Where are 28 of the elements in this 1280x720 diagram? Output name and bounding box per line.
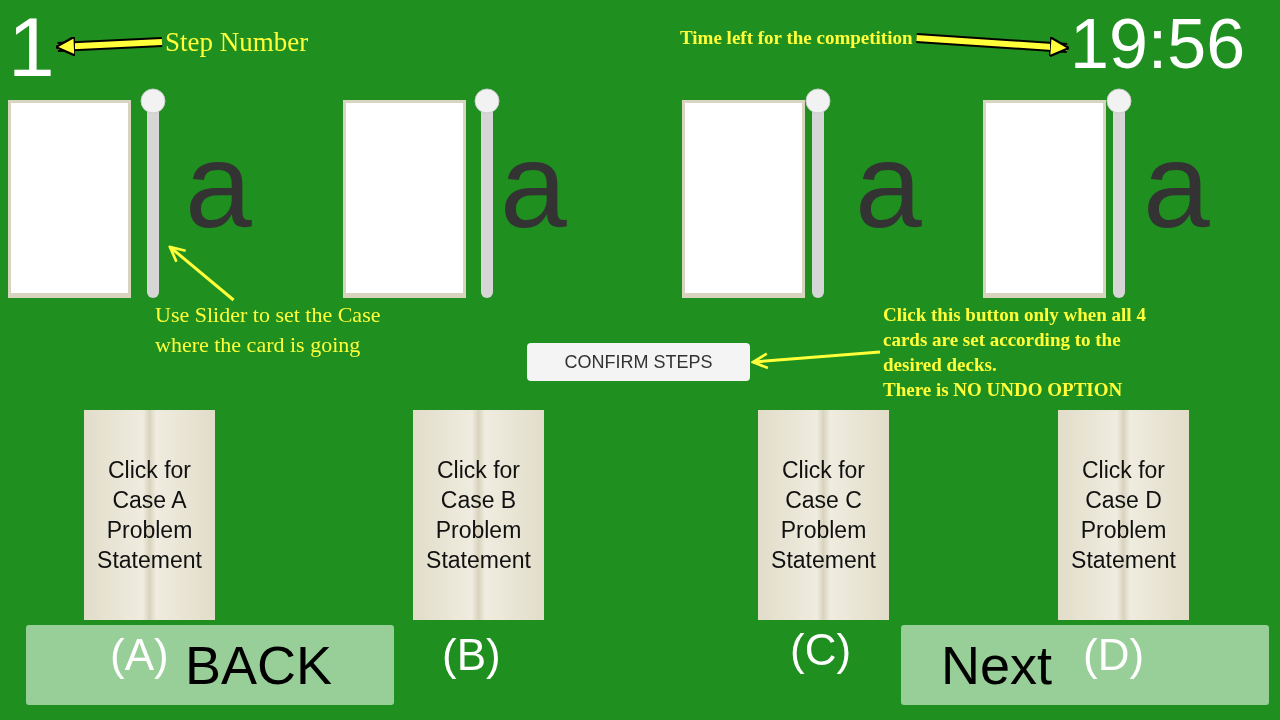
card-slot <box>983 100 1106 298</box>
step-number: 1 <box>8 2 55 92</box>
case-card: Click for Case A Problem Statement <box>84 410 215 620</box>
card-slot <box>8 100 131 298</box>
annotation-text: Time left for the competition <box>680 26 913 50</box>
case-label: (D) <box>1083 629 1145 681</box>
card-slot <box>682 100 805 298</box>
annotation-text: Click this button only when all 4 cards are set according to the desired decks. <box>883 303 1147 377</box>
slider <box>804 88 832 300</box>
case-card: Click for Case D Problem Statement <box>1058 410 1189 620</box>
annotation-text: Step Number <box>165 24 309 60</box>
letter-text: a <box>1143 120 1210 250</box>
letter-text: a <box>855 120 922 250</box>
timer-text: 19:56 <box>1070 4 1246 84</box>
letter-text: a <box>500 120 567 250</box>
confirm-button: CONFIRM STEPS <box>527 343 750 381</box>
slider <box>139 88 167 300</box>
slider <box>1105 88 1133 300</box>
case-card: Click for Case B Problem Statement <box>413 410 544 620</box>
case-label: (A) <box>110 629 169 681</box>
case-card: Click for Case C Problem Statement <box>758 410 889 620</box>
annotation-text: There is NO UNDO OPTION <box>883 378 1124 402</box>
annotation-text: Use Slider to set the Case where the card is going <box>155 300 393 360</box>
card-slot <box>343 100 466 298</box>
case-label: (B) <box>442 629 501 681</box>
case-label: (C) <box>790 624 852 676</box>
letter-text: a <box>185 120 252 250</box>
slider <box>473 88 501 300</box>
